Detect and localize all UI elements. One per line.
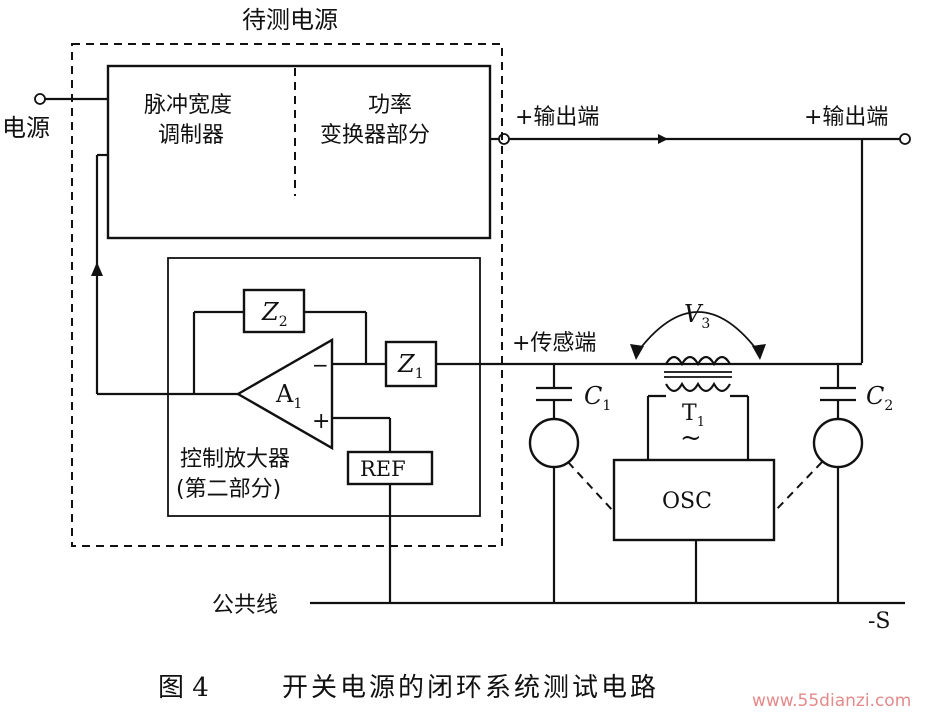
opamp-a1 xyxy=(235,337,334,451)
pwm-label-line1: 脉冲宽度 xyxy=(144,93,232,118)
sense-label: +传感端 xyxy=(512,331,596,356)
output-label-1: +输出端 xyxy=(515,105,599,130)
meter-c1 xyxy=(528,417,580,469)
caption-number: 图 4 xyxy=(158,673,209,703)
v3-arrow-left-icon xyxy=(630,344,644,360)
amp-name-line2: (第二部分) xyxy=(176,477,281,502)
common-label: 公共线 xyxy=(212,593,278,618)
oscillator-box xyxy=(612,458,776,542)
dut-boundary xyxy=(71,43,503,547)
power-input-terminal xyxy=(34,93,46,105)
output-terminal-1 xyxy=(498,133,510,145)
ref-label: REF xyxy=(360,457,406,481)
z1-label: Z1 xyxy=(397,350,424,382)
opamp-label: A1 xyxy=(275,380,302,412)
pwm-converter-block xyxy=(106,64,492,240)
caption-text: 开关电源的闭环系统测试电路 xyxy=(282,673,659,703)
c1-label: C1 xyxy=(584,382,611,414)
t1-label: T1 xyxy=(682,401,705,430)
converter-label-line1: 功率 xyxy=(368,93,412,118)
output-terminal-2 xyxy=(899,133,911,145)
pwm-label-line2: 调制器 xyxy=(158,123,224,148)
power-input-label: 电源 xyxy=(2,114,50,142)
impedance-z1 xyxy=(384,340,438,388)
v3-arc xyxy=(635,311,761,355)
reference-box xyxy=(346,450,434,486)
dut-title: 待测电源 xyxy=(242,6,338,34)
c2-label: C2 xyxy=(866,382,893,414)
osc-label: OSC xyxy=(662,489,712,514)
output-label-2: +输出端 xyxy=(804,105,888,130)
transformer-secondary-coil xyxy=(665,381,731,393)
meter-c2 xyxy=(812,417,864,469)
amp-section-box xyxy=(167,257,481,517)
c2-meter-to-osc-link xyxy=(773,461,823,513)
v3-arrow-right-icon xyxy=(752,344,766,360)
transformer-primary-coil xyxy=(665,355,731,367)
z2-label: Z2 xyxy=(261,298,288,330)
watermark-background xyxy=(706,686,931,713)
feedback-arrow-icon xyxy=(91,262,103,276)
amp-name-line1: 控制放大器 xyxy=(180,447,290,472)
watermark: www.55dianzi.com xyxy=(752,691,911,711)
converter-label-line2: 变换器部分 xyxy=(320,123,430,148)
minus-s-label: -S xyxy=(868,609,891,634)
c1-meter-to-osc-link xyxy=(567,461,615,513)
t1-wave: ~ xyxy=(680,423,702,453)
v3-label: V3 xyxy=(684,300,710,332)
opamp-minus: − xyxy=(312,353,329,377)
opamp-plus: + xyxy=(312,409,330,434)
